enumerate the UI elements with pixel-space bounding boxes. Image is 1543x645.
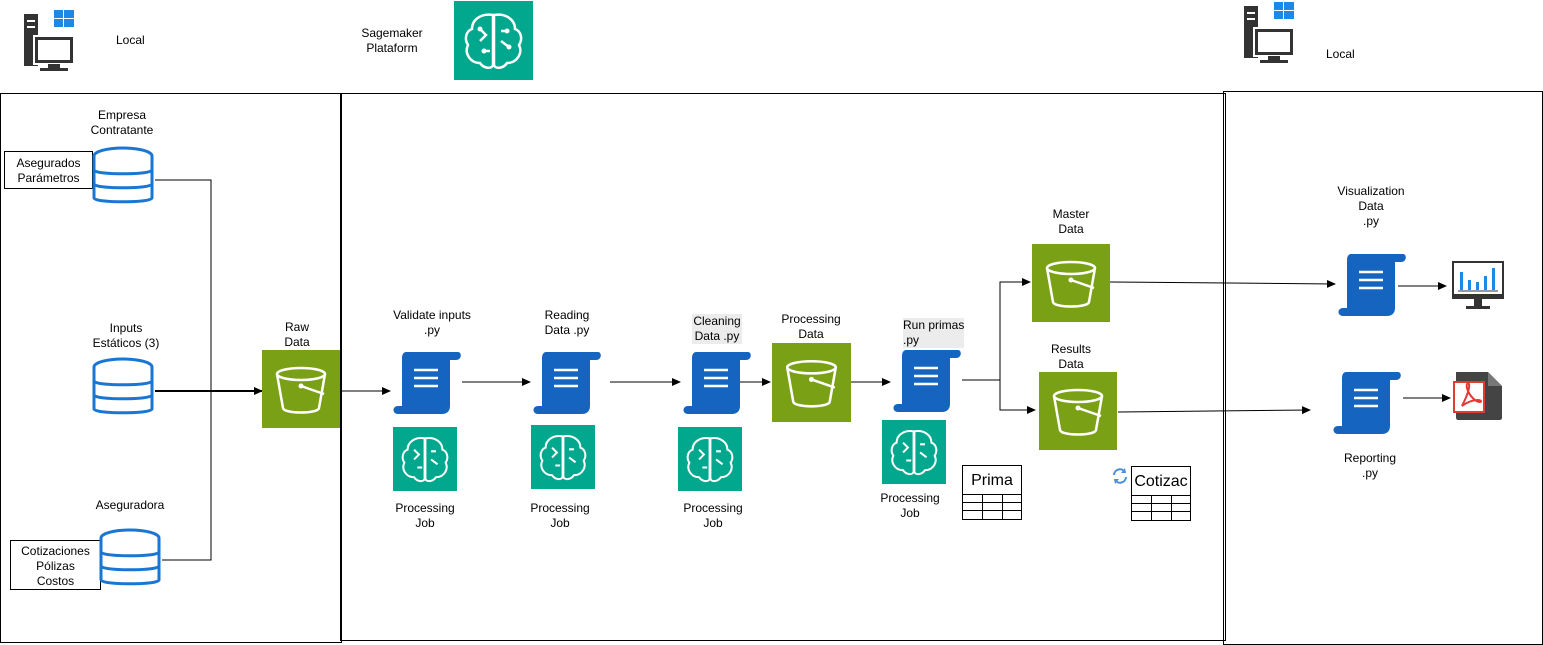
prima-table: Prima bbox=[962, 465, 1022, 520]
windows-desktop-icon bbox=[20, 8, 80, 72]
master-data-label: Master Data bbox=[1052, 207, 1090, 236]
script-icon bbox=[682, 350, 752, 416]
table-grid bbox=[1131, 495, 1191, 521]
monitor-chart-icon bbox=[1450, 258, 1506, 312]
s3-bucket-icon bbox=[262, 350, 340, 428]
run-primas-label: Run primas .py bbox=[903, 318, 965, 348]
s3-bucket-icon bbox=[1032, 244, 1110, 322]
inputs-title: Inputs Estáticos (3) bbox=[92, 321, 160, 350]
cleaning-job-label: Processing Job bbox=[683, 501, 743, 530]
windows-desktop-icon bbox=[1240, 0, 1300, 64]
empresa-title: Empresa Contratante bbox=[90, 108, 154, 137]
script-icon bbox=[1332, 370, 1402, 436]
visualization-label: Visualization Data .py bbox=[1337, 184, 1405, 228]
local-left-label: Local bbox=[116, 33, 145, 47]
sagemaker-job-icon bbox=[882, 420, 946, 484]
refresh-icon bbox=[1110, 466, 1130, 486]
asegurados-box: Asegurados Parámetros bbox=[4, 151, 93, 189]
sagemaker-job-icon bbox=[531, 425, 595, 489]
local-left-panel bbox=[0, 93, 342, 643]
database-icon bbox=[91, 146, 155, 208]
cotizac-table-title: Cotizac bbox=[1131, 466, 1191, 496]
processing-data-label: Processing Data bbox=[781, 312, 841, 341]
pdf-file-icon bbox=[1452, 370, 1506, 422]
results-data-label: Results Data bbox=[1050, 342, 1091, 371]
validate-job-label: Processing Job bbox=[395, 501, 455, 530]
prima-table-title: Prima bbox=[962, 465, 1022, 495]
sagemaker-logo-icon bbox=[454, 1, 533, 80]
database-icon bbox=[98, 528, 162, 590]
reporting-label: Reporting .py bbox=[1343, 451, 1397, 480]
script-icon bbox=[1337, 252, 1407, 318]
sagemaker-job-icon bbox=[393, 427, 457, 491]
s3-bucket-icon bbox=[772, 343, 851, 422]
script-icon bbox=[392, 350, 462, 416]
cotizaciones-box: Cotizaciones Pólizas Costos bbox=[10, 540, 101, 590]
reading-label: Reading Data .py bbox=[544, 308, 590, 337]
run-primas-job-label: Processing Job bbox=[880, 491, 940, 520]
script-icon bbox=[892, 348, 962, 414]
script-icon bbox=[532, 350, 602, 416]
sagemaker-job-icon bbox=[678, 427, 742, 491]
s3-bucket-icon bbox=[1039, 372, 1117, 450]
raw-data-label: Raw Data bbox=[284, 320, 310, 349]
sagemaker-panel bbox=[340, 93, 1226, 641]
sagemaker-label: Sagemaker Plataform bbox=[361, 26, 423, 55]
reading-job-label: Processing Job bbox=[530, 501, 590, 530]
aseguradora-title: Aseguradora bbox=[95, 498, 165, 512]
validate-label: Validate inputs .py bbox=[393, 308, 471, 337]
database-icon bbox=[91, 357, 155, 419]
cotizac-table: Cotizac bbox=[1131, 466, 1191, 521]
local-right-label: Local bbox=[1326, 47, 1355, 61]
table-grid bbox=[962, 494, 1022, 520]
cleaning-label: Cleaning Data .py bbox=[692, 314, 742, 344]
